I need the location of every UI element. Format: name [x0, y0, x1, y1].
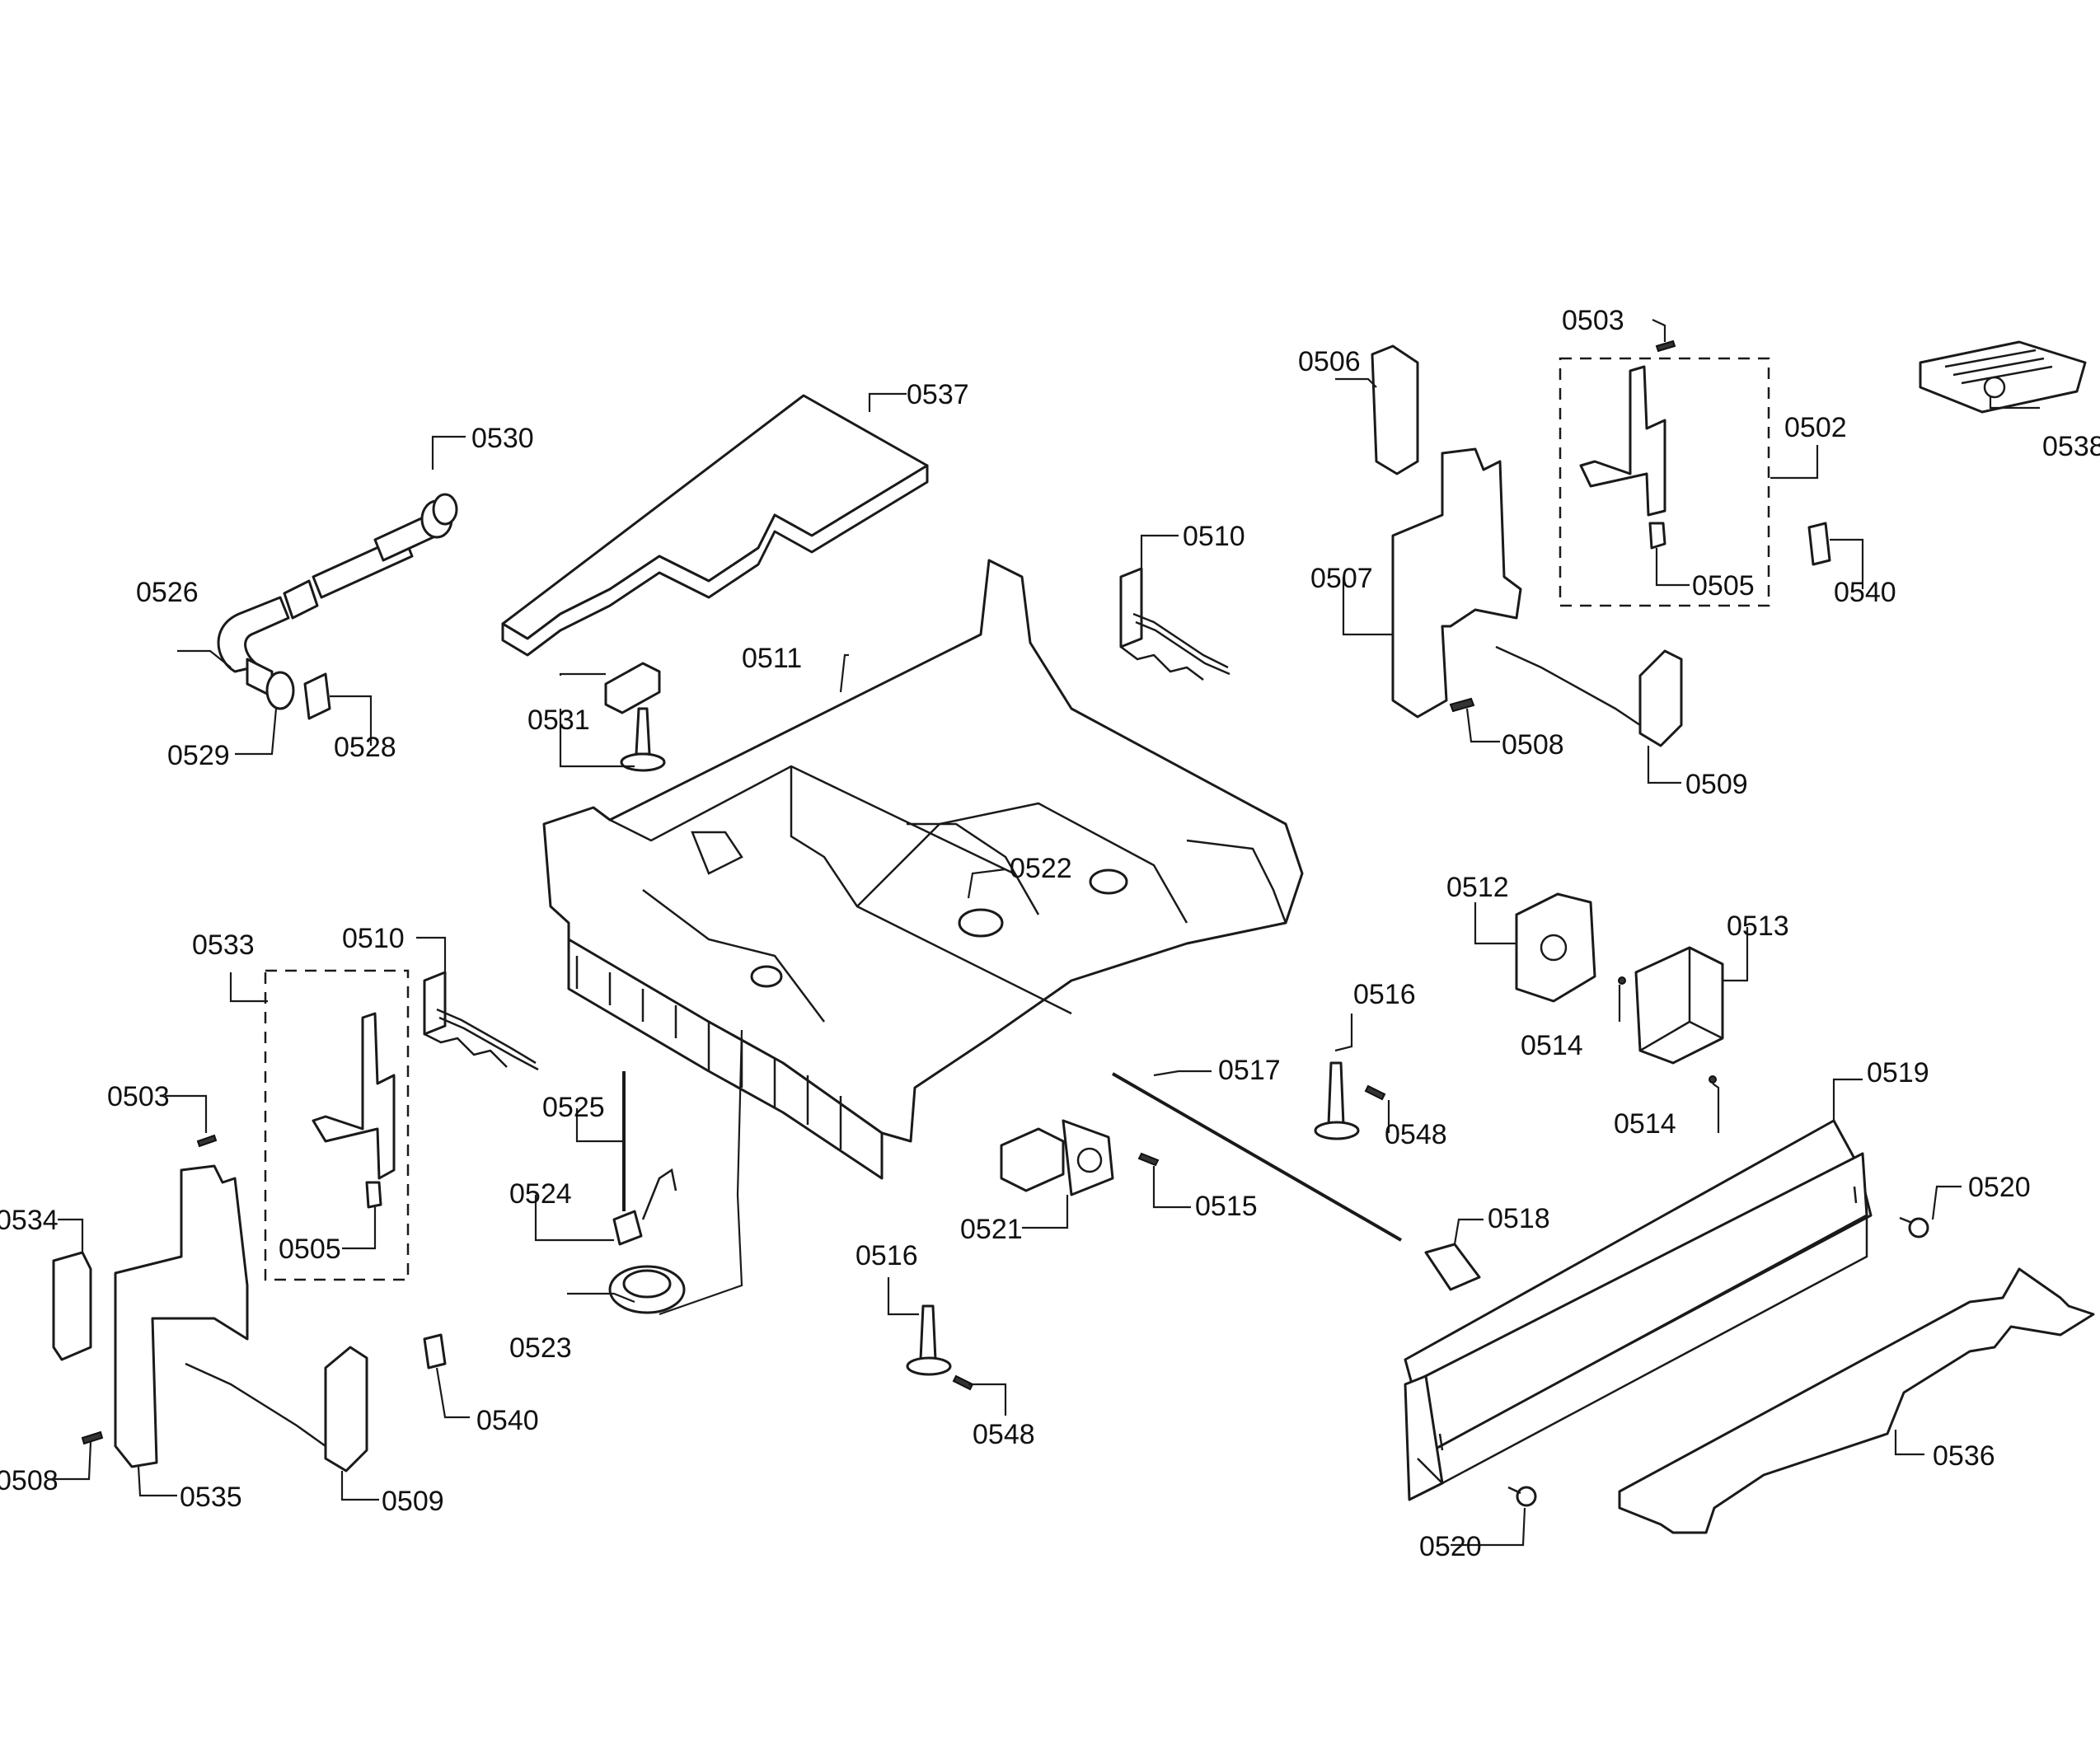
callout-0516-lower: 0516: [855, 1240, 918, 1271]
callout-0502: 0502: [1784, 412, 1847, 443]
callout-0520-lower: 0520: [1419, 1531, 1482, 1562]
callout-0548-lower: 0548: [973, 1419, 1035, 1450]
callout-0531: 0531: [527, 705, 590, 736]
callout-0509-right: 0509: [1685, 769, 1748, 800]
callout-0535: 0535: [180, 1482, 242, 1513]
callout-0508-left: 0508: [0, 1465, 59, 1496]
part-0508-screw-right: [1449, 697, 1475, 713]
part-0509-sensor-right: [1495, 645, 1683, 747]
callout-0514-lower: 0514: [1614, 1108, 1676, 1140]
part-0538-bag-parts: [1919, 340, 2087, 414]
callout-0511: 0511: [742, 643, 802, 674]
part-0534-cover: [52, 1251, 92, 1361]
part-0518-knob: [1424, 1243, 1481, 1291]
part-0531-foot-screw: [604, 662, 666, 772]
callout-0533: 0533: [192, 929, 255, 961]
callout-0510-upper: 0510: [1183, 521, 1245, 552]
callout-0522: 0522: [1010, 853, 1072, 884]
part-0517-rod: [1112, 1072, 1402, 1242]
part-0519-toe-kick: [1404, 1119, 1873, 1501]
callout-0525: 0525: [542, 1092, 605, 1123]
part-0516-foot-upper: [1314, 1061, 1360, 1140]
part-0535-side-bracket: [114, 1164, 249, 1468]
callout-0505-right: 0505: [1692, 570, 1755, 602]
callout-0529: 0529: [167, 740, 230, 771]
part-0529-hose-clamp: [265, 671, 295, 710]
part-0524-float: [612, 1168, 677, 1246]
callout-labels: 0503 0506 0537 0530 0502 0538 0510 0507 …: [0, 305, 2100, 1562]
callout-0537: 0537: [907, 379, 969, 410]
part-0528-clip: [303, 672, 331, 720]
callout-0503: 0503: [1562, 305, 1624, 336]
callout-0516-upper: 0516: [1353, 979, 1416, 1010]
part-0514-screw-b: [1709, 1075, 1717, 1084]
callout-0521: 0521: [960, 1214, 1023, 1245]
callout-0534: 0534: [0, 1205, 59, 1236]
part-0507-side-bracket: [1391, 447, 1522, 719]
part-0503-screw-left: [196, 1134, 218, 1148]
part-0520-screw-lower: [1507, 1486, 1537, 1507]
callout-0524: 0524: [509, 1178, 572, 1210]
callout-0513: 0513: [1727, 911, 1789, 942]
callout-0507: 0507: [1310, 563, 1373, 594]
callout-0520-upper: 0520: [1968, 1172, 2031, 1203]
callout-0528: 0528: [334, 732, 396, 763]
part-0502-bracket-kit: [1559, 357, 1770, 607]
callout-0540-left: 0540: [476, 1405, 539, 1436]
part-0516-foot-lower: [906, 1304, 952, 1376]
part-0540-clip-right: [1807, 522, 1831, 566]
callout-0538: 0538: [2042, 431, 2100, 462]
part-0512-bracket: [1515, 892, 1596, 1003]
part-0526-drain-hose: [217, 493, 458, 698]
callout-0519: 0519: [1867, 1057, 1929, 1089]
callout-0548-upper: 0548: [1385, 1119, 1447, 1150]
part-0511-base-pan: [542, 559, 1304, 1180]
part-0533-bracket-kit: [264, 969, 410, 1281]
part-0540-clip-left: [423, 1333, 447, 1369]
callout-0512: 0512: [1446, 872, 1509, 903]
part-0548-screw-upper: [1364, 1084, 1386, 1101]
part-0513-cover: [1634, 946, 1724, 1065]
part-0510-heater-lower: [423, 971, 539, 1071]
leader-lines: [54, 319, 2040, 1547]
part-0548-screw-lower: [952, 1374, 974, 1391]
part-0514-screw-a: [1618, 976, 1626, 985]
callout-0540-right: 0540: [1834, 577, 1896, 608]
callout-0510-lower: 0510: [342, 923, 405, 954]
callout-0536: 0536: [1933, 1440, 1995, 1472]
part-0537-insulation-panel: [501, 394, 929, 657]
callout-0505-left: 0505: [279, 1234, 341, 1265]
callout-0518: 0518: [1488, 1203, 1550, 1234]
part-0508-screw-left: [81, 1430, 104, 1445]
callout-0508-right: 0508: [1502, 729, 1564, 761]
callout-0517: 0517: [1218, 1055, 1281, 1086]
part-0506-bracket: [1371, 344, 1419, 475]
part-0503-screw-top: [1655, 339, 1676, 353]
part-0521-valve: [1000, 1119, 1114, 1196]
part-0523-filter: [608, 1265, 686, 1314]
callout-0514-upper: 0514: [1521, 1030, 1583, 1061]
part-0515-screw: [1137, 1152, 1160, 1167]
part-0510-heater-upper: [1119, 567, 1230, 681]
callout-0506: 0506: [1298, 346, 1361, 377]
callout-0515: 0515: [1195, 1191, 1258, 1222]
part-0536-panel: [1618, 1267, 2095, 1534]
part-0520-screw-upper: [1899, 1216, 1929, 1238]
callout-0523: 0523: [509, 1332, 572, 1364]
callout-0509-left: 0509: [382, 1486, 444, 1517]
callout-0503-left: 0503: [107, 1081, 170, 1112]
callout-0530: 0530: [471, 423, 534, 454]
callout-0526: 0526: [136, 577, 199, 608]
part-0509-sensor-left: [185, 1346, 368, 1472]
